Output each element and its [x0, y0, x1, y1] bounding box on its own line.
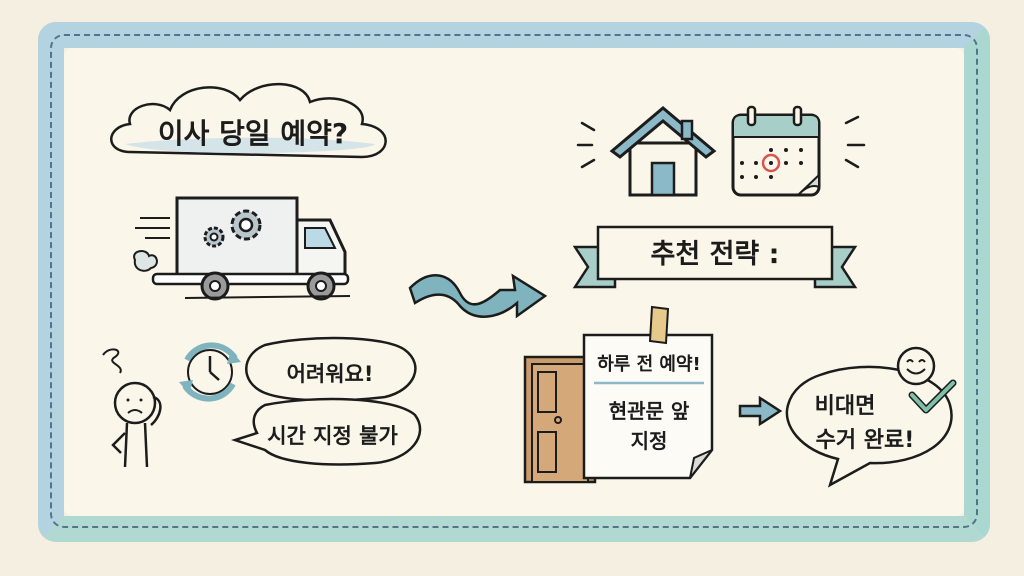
strategy-banner	[572, 225, 858, 289]
no-time-slot-text: 시간 지정 불가	[267, 424, 398, 448]
moving-truck-icon	[133, 196, 351, 301]
smiley-icon	[896, 346, 936, 386]
result-line-2: 수거 완료!	[815, 428, 915, 453]
strategy-title: 추천 전략 :	[650, 239, 780, 270]
calendar-icon	[731, 105, 821, 197]
gears-icon	[203, 209, 262, 248]
tape-icon	[648, 305, 670, 345]
sparkle-lines	[576, 115, 866, 169]
clock-cycle-icon	[179, 342, 241, 402]
house-icon	[609, 106, 717, 197]
cloud-shape	[110, 82, 387, 159]
difficult-text: 어려워요!	[286, 362, 374, 386]
speech-bubbles	[230, 336, 422, 466]
confused-person-icon	[102, 348, 162, 468]
note-line-3: 지정	[630, 429, 668, 453]
note-line-1: 하루 전 예약!	[597, 354, 701, 375]
wavy-arrow-icon	[408, 273, 548, 319]
question-text: 이사 당일 예약?	[157, 117, 349, 150]
right-arrow-icon	[738, 395, 783, 427]
note-line-2: 현관문 앞	[608, 399, 690, 423]
dashed-border	[50, 34, 978, 528]
sticky-note	[582, 333, 714, 480]
result-line-1: 비대면	[814, 394, 876, 419]
checkmark-icon	[908, 379, 957, 414]
